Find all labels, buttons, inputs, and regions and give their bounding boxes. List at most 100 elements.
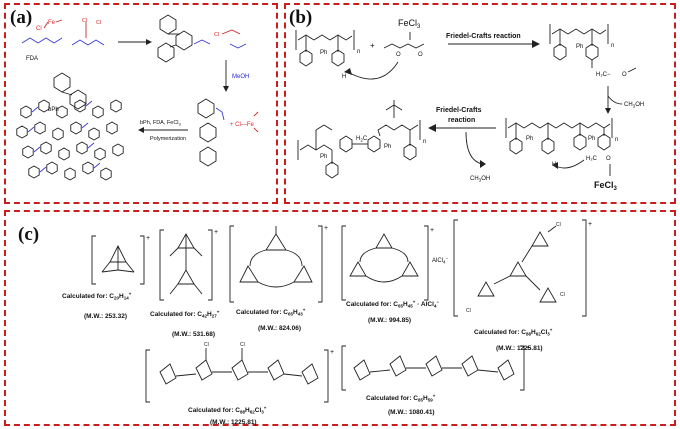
- network-ring: [20, 105, 32, 119]
- network-ring: [56, 105, 68, 119]
- compound-mw-7: (M.W.: 1080.41): [388, 409, 435, 416]
- svg-text:H₂C: H₂C: [586, 156, 598, 162]
- network-ring: [110, 99, 122, 113]
- fecl3-bottom-label: FeCl3: [594, 180, 618, 192]
- svg-text:Cl: Cl: [556, 222, 561, 228]
- compound-mw-5: (M.W.: 1225.81): [496, 345, 543, 352]
- methylene-link: [33, 146, 41, 153]
- network-ring: [34, 121, 46, 135]
- cl1-label: Cl: [82, 18, 87, 24]
- network-ring: [70, 121, 82, 135]
- network-ring: [74, 99, 86, 113]
- attack-arrow-top: [347, 61, 399, 80]
- crosslinked-product: Ph H2C n Ph: [297, 100, 426, 179]
- svg-text:+: +: [430, 227, 434, 234]
- svg-text:+: +: [526, 345, 530, 352]
- attack-arrow-bottom: [555, 159, 585, 169]
- svg-text:n: n: [423, 139, 426, 145]
- panel-c: [4, 210, 676, 426]
- svg-text:Cl: Cl: [204, 342, 209, 348]
- methylene-link: [93, 162, 101, 169]
- compound-mw-2: (M.W.: 531.68): [172, 331, 215, 338]
- compound-formula-7: Calculated for: C85H59+: [366, 394, 436, 403]
- structure-c88h62cl3-linear: + Cl Cl: [145, 342, 334, 403]
- structure-c42h27: +: [159, 229, 218, 301]
- structure-c65h45-alcl4: + AlCl4−: [341, 225, 449, 301]
- fe-label: Fe: [48, 20, 56, 26]
- network-ring: [22, 145, 34, 159]
- svg-text:Ph: Ph: [526, 136, 533, 142]
- svg-text:n: n: [611, 43, 614, 49]
- compound-mw-4: (M.W.: 994.85): [368, 317, 411, 324]
- polymerization-label: Polymerization: [150, 136, 186, 142]
- network-ring: [52, 127, 64, 141]
- compound-mw-3: (M.W.: 824.06): [258, 325, 301, 332]
- network-ring: [100, 167, 112, 181]
- methylene-link: [31, 106, 39, 113]
- svg-text:O: O: [418, 52, 423, 58]
- arrow-ch3oh-bottom: [465, 131, 483, 165]
- compound-mw-6: (M.W.: 1225.81): [210, 419, 257, 426]
- svg-text:O: O: [396, 52, 401, 58]
- network-ring: [92, 105, 104, 119]
- compound-mw-1: (M.W.: 253.32): [84, 313, 127, 320]
- svg-text:O: O: [606, 156, 611, 162]
- meoh-label: MeOH: [232, 74, 249, 80]
- alcl4-label: AlCl4−: [432, 256, 449, 265]
- fc-reaction-top-label: Friedel-Crafts reaction: [446, 33, 521, 40]
- network-ring: [64, 167, 76, 181]
- methylene-link: [81, 122, 89, 129]
- svg-text:Ph: Ph: [320, 50, 327, 56]
- panel-c-letter: (c): [18, 224, 40, 245]
- svg-text:n: n: [357, 49, 360, 55]
- fecl3-top-label: FeCl3: [398, 18, 421, 30]
- svg-text:H₂C−: H₂C−: [596, 72, 611, 78]
- structure-c85h59: +: [341, 345, 530, 391]
- fda-label: FDA: [26, 56, 38, 62]
- compound-captions: Calculated for: C20H14+ (M.W.: 253.32) Cal…: [62, 292, 553, 427]
- structure-c88h62cl3-branched: + Cl Cl Cl: [453, 219, 592, 317]
- polymer-network: [16, 99, 124, 181]
- polystyrene-chain-start: n Ph H: [295, 30, 360, 80]
- svg-text:Cl: Cl: [466, 308, 471, 314]
- network-ring: [28, 165, 40, 179]
- compound-formula-4: Calculated for: C65H45+ · AlCl4−: [346, 300, 439, 309]
- compound-formula-3: Calculated for: C65H43+: [236, 308, 306, 317]
- svg-text:+: +: [370, 41, 375, 50]
- methylene-link: [87, 142, 95, 149]
- fda-fecl3-complex: FeCl3 O O: [383, 18, 425, 58]
- network-ring: [38, 99, 50, 113]
- network-ring: [16, 125, 28, 139]
- h2c-label: H2C: [356, 136, 368, 143]
- svg-text:O: O: [622, 72, 627, 78]
- compound-formula-1: Calculated for: C20H14+: [62, 292, 132, 301]
- svg-text:+: +: [214, 229, 218, 236]
- minus-cl-label: Cl: [214, 32, 219, 38]
- compound-formula-6: Calculated for: C88H62Cl3+: [188, 406, 267, 415]
- network-ring: [94, 147, 106, 161]
- svg-text:Ph: Ph: [384, 144, 391, 150]
- methoxymethylated-chain: n Ph H₂C− O: [549, 24, 637, 78]
- svg-text:H: H: [342, 74, 346, 80]
- svg-text:+: +: [588, 221, 592, 228]
- cation-intermediate: + Cl—Fe: [197, 98, 259, 167]
- svg-text:Cl: Cl: [560, 292, 565, 298]
- svg-text:+: +: [146, 235, 150, 242]
- panel-a: [4, 3, 278, 204]
- bph-label: bPh: [48, 107, 59, 113]
- svg-text:+: +: [324, 225, 328, 232]
- activated-fda: Cl Cl: [71, 18, 105, 46]
- methylene-link: [39, 166, 47, 173]
- network-ring: [46, 161, 58, 175]
- network-ring: [58, 147, 70, 161]
- svg-text:Cl: Cl: [240, 342, 245, 348]
- fda-molecule: FDA: [21, 37, 63, 62]
- reagents-label: bPh, FDA, FeCl3: [140, 120, 182, 127]
- compound-formula-2: Calculated for: C42H27+: [150, 310, 220, 319]
- fecl3-complex-a: Cl Fe: [36, 19, 63, 32]
- structure-c65h43: +: [229, 225, 328, 303]
- network-ring: [76, 141, 88, 155]
- fc-reaction-mid-line1: Friedel-Crafts: [436, 107, 482, 114]
